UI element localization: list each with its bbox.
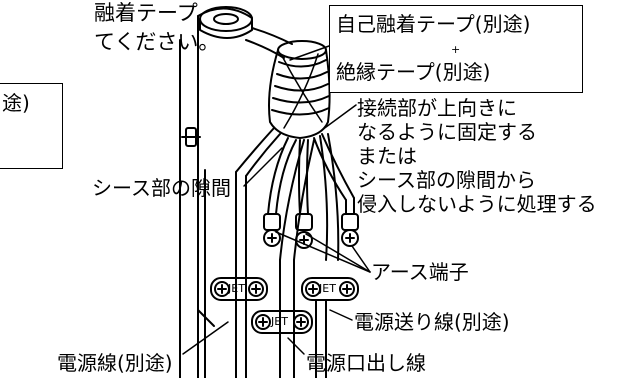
power-outlet-wire-label: 電源口出し線 <box>306 351 426 375</box>
tape-callout-box <box>329 5 583 93</box>
instruction-line5: 侵入しないように処理する <box>357 192 597 216</box>
wire-bundle <box>235 127 355 378</box>
left-note-box <box>0 83 63 169</box>
instruction-line2: なるように固定する <box>357 120 537 144</box>
power-feed-wire-label: 電源送り線(別途) <box>354 310 510 334</box>
screw-fastener <box>181 127 201 147</box>
earth-terminals <box>263 213 359 249</box>
tape-callout-plus: + <box>451 43 461 56</box>
left-note-line2: てください。 <box>94 30 220 54</box>
clamp-mark-bottom: JET <box>271 315 288 328</box>
instruction-line1: 接続部が上向きに <box>357 96 517 120</box>
clamp-mark-left: JET <box>228 282 245 295</box>
tape-callout-line1: 自己融着テープ(別途) <box>336 12 531 36</box>
power-wire-label: 電源線(別途) <box>57 351 173 375</box>
earth-terminal-label: アース端子 <box>371 260 469 284</box>
sheath-gap-label: シース部の隙間 <box>92 176 231 200</box>
left-note-line1: 融着テープ <box>94 1 198 25</box>
left-note-box-text: 途) <box>2 91 30 115</box>
instruction-line4: シース部の隙間から <box>357 168 536 192</box>
instruction-line3: または <box>357 144 417 168</box>
leader-lines <box>182 45 371 355</box>
clamp-mark-right: JET <box>319 282 336 295</box>
clamps <box>210 277 359 334</box>
taped-bundle <box>268 40 331 139</box>
tape-callout-line2: 絶縁テープ(別途) <box>336 60 491 84</box>
